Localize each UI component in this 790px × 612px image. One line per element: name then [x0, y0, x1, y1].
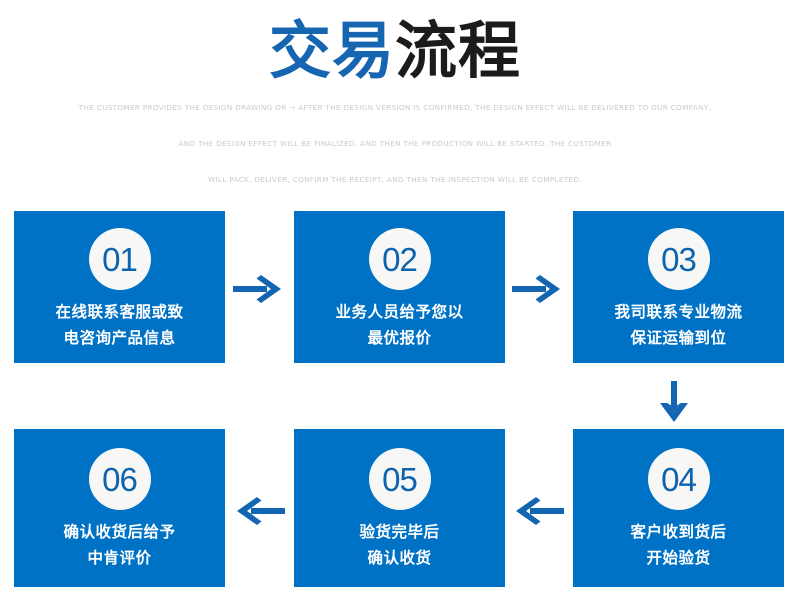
arrow-left-icon: [233, 494, 285, 528]
step-caption-line-1: 确认收货后给予: [63, 523, 176, 541]
step-card-06[interactable]: 06 确认收货后给予 中肯评价: [14, 429, 225, 587]
step-number-badge: 03: [647, 228, 710, 290]
step-caption-line-2: 确认收货: [367, 549, 432, 567]
step-caption-line-2: 保证运输到位: [630, 329, 727, 347]
arrow-left-icon: [512, 494, 564, 528]
steps-grid: 01 在线联系客服或致 电咨询产品信息 02 业务人员给予您以 最优报价 03 …: [0, 211, 790, 591]
step-caption-line-1: 我司联系专业物流: [614, 303, 743, 321]
step-number-badge: 02: [368, 228, 431, 290]
step-caption: 验货完毕后 确认收货: [359, 519, 439, 571]
arrow-down-icon: [657, 381, 691, 425]
step-caption: 在线联系客服或致 电咨询产品信息: [55, 299, 183, 351]
step-caption-line-2: 开始验货: [646, 549, 711, 567]
subtitle-line-1: THE CUSTOMER PROVIDES THE DESIGN DRAWING…: [78, 103, 712, 113]
step-number-badge: 04: [647, 448, 710, 510]
step-card-04[interactable]: 04 客户收到货后 开始验货: [573, 429, 784, 587]
header: 交易流程 THE CUSTOMER PROVIDES THE DESIGN DR…: [0, 0, 790, 191]
step-caption-line-1: 业务人员给予您以: [335, 303, 464, 321]
arrow-right-icon: [233, 272, 285, 306]
step-number-badge: 01: [88, 228, 151, 290]
step-caption-line-2: 电咨询产品信息: [63, 329, 176, 347]
step-card-02[interactable]: 02 业务人员给予您以 最优报价: [294, 211, 505, 363]
page-title-blue: 交易: [268, 14, 395, 87]
step-card-01[interactable]: 01 在线联系客服或致 电咨询产品信息: [14, 211, 225, 363]
subtitle-line-3: WILL PACK, DELIVER, CONFIRM THE RECEIPT,…: [208, 175, 582, 185]
page-title-dark: 流程: [395, 14, 522, 87]
step-caption: 业务人员给予您以 最优报价: [335, 299, 463, 351]
step-number-badge: 05: [368, 448, 431, 510]
step-caption-line-1: 在线联系客服或致: [55, 303, 184, 321]
step-card-05[interactable]: 05 验货完毕后 确认收货: [294, 429, 505, 587]
step-caption-line-2: 中肯评价: [87, 549, 152, 567]
step-caption: 我司联系专业物流 保证运输到位: [614, 299, 742, 351]
step-caption-line-1: 验货完毕后: [359, 523, 440, 541]
step-caption-line-2: 最优报价: [367, 329, 432, 347]
arrow-right-icon: [512, 272, 564, 306]
step-card-03[interactable]: 03 我司联系专业物流 保证运输到位: [573, 211, 784, 363]
page-title: 交易流程: [0, 0, 790, 83]
step-number-badge: 06: [88, 448, 151, 510]
step-caption-line-1: 客户收到货后: [630, 523, 727, 541]
subtitle-line-2: AND THE DESIGN EFFECT WILL BE FINALIZED,…: [178, 139, 612, 149]
step-caption: 确认收货后给予 中肯评价: [63, 519, 175, 571]
step-caption: 客户收到货后 开始验货: [630, 519, 726, 571]
